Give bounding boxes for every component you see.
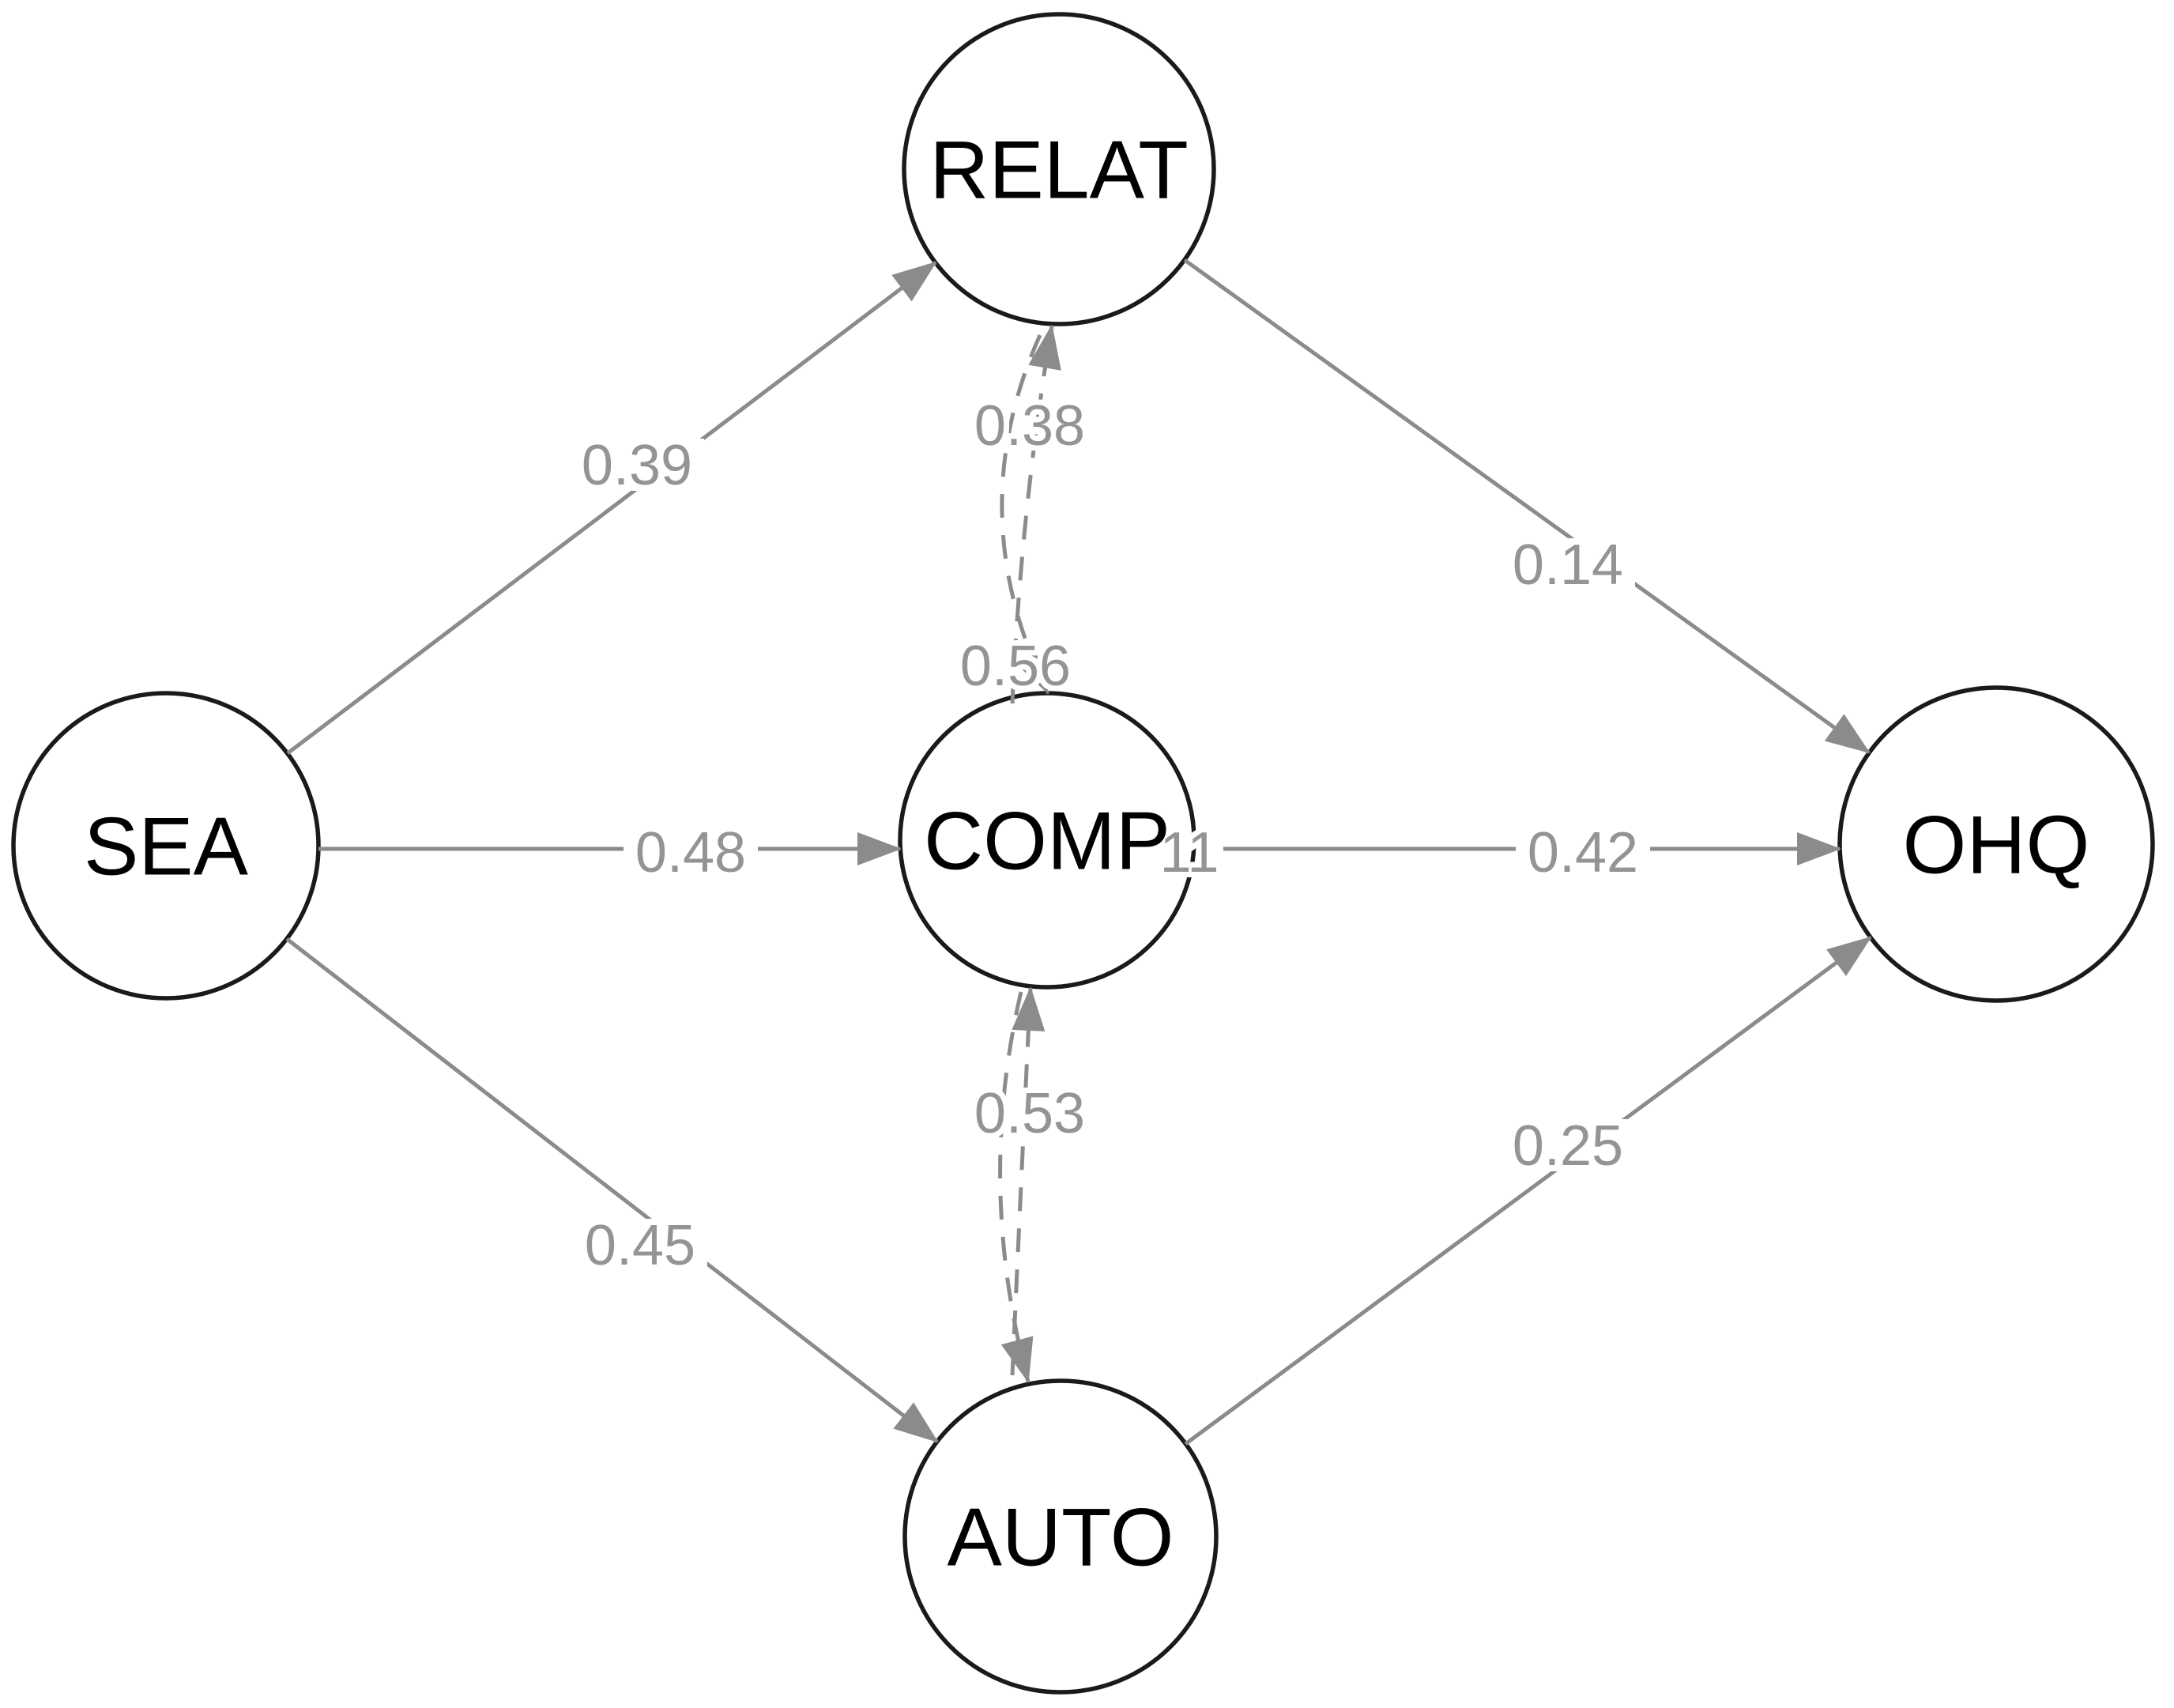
- coefficient-auto-comp: 0.53: [974, 1082, 1085, 1145]
- dashed-edge-relat-comp-arrow: [1000, 334, 1050, 695]
- node-ohq-label: OHQ: [1903, 799, 2090, 891]
- coefficient-comp-relat: 0.38: [974, 394, 1085, 458]
- node-relat-circle: [902, 12, 1216, 326]
- nodes: [11, 12, 2155, 1695]
- dashed-edge-auto-comp-arrow: [1010, 986, 1046, 1376]
- coefficient-relat-ohq: 0.14: [1513, 534, 1623, 597]
- dashed-edge-comp-auto-arrow: [998, 991, 1034, 1383]
- node-labels: SEA RELAT COMP AUTO OHQ: [84, 124, 2090, 1583]
- edge-auto-ohq-arrow: [1184, 935, 1872, 1446]
- solid-edges: [285, 258, 1872, 1446]
- edge-sea-auto-arrow: [285, 937, 939, 1443]
- dashed-edges: [998, 324, 1061, 1383]
- label-backdrop: [1516, 826, 1650, 878]
- label-backdrop: [570, 439, 704, 491]
- coefficient-sea-comp: 0.48: [635, 821, 746, 884]
- label-backdrop: [573, 1219, 707, 1271]
- label-backdrop: [624, 826, 758, 878]
- coefficient-auto-ohq: 0.25: [1513, 1114, 1623, 1178]
- coefficient-relat-comp: 0.56: [960, 635, 1071, 698]
- edge-sea-relat-arrow: [286, 261, 937, 755]
- node-auto-label: AUTO: [947, 1491, 1174, 1583]
- edge-relat-ohq-arrow: [1183, 258, 1871, 755]
- label-backdrop: [1501, 538, 1635, 590]
- coefficient-sea-auto: 0.45: [585, 1214, 695, 1277]
- node-comp-label: COMP: [924, 795, 1170, 887]
- label-backdrop: [1501, 1119, 1635, 1171]
- node-sea-circle: [11, 691, 321, 1001]
- edge-labels: 0.39 0.48 0.45 0.14 0.42 0.25 0.38 0.56 …: [570, 389, 1650, 1277]
- node-relat-label: RELAT: [929, 124, 1189, 216]
- coefficient-comp-ohq: 0.42: [1528, 821, 1638, 884]
- clipped-coefficient-fragment: 11: [1160, 821, 1219, 884]
- coefficient-sea-relat: 0.39: [582, 434, 692, 497]
- node-auto-circle: [902, 1378, 1219, 1695]
- node-sea-label: SEA: [84, 801, 249, 892]
